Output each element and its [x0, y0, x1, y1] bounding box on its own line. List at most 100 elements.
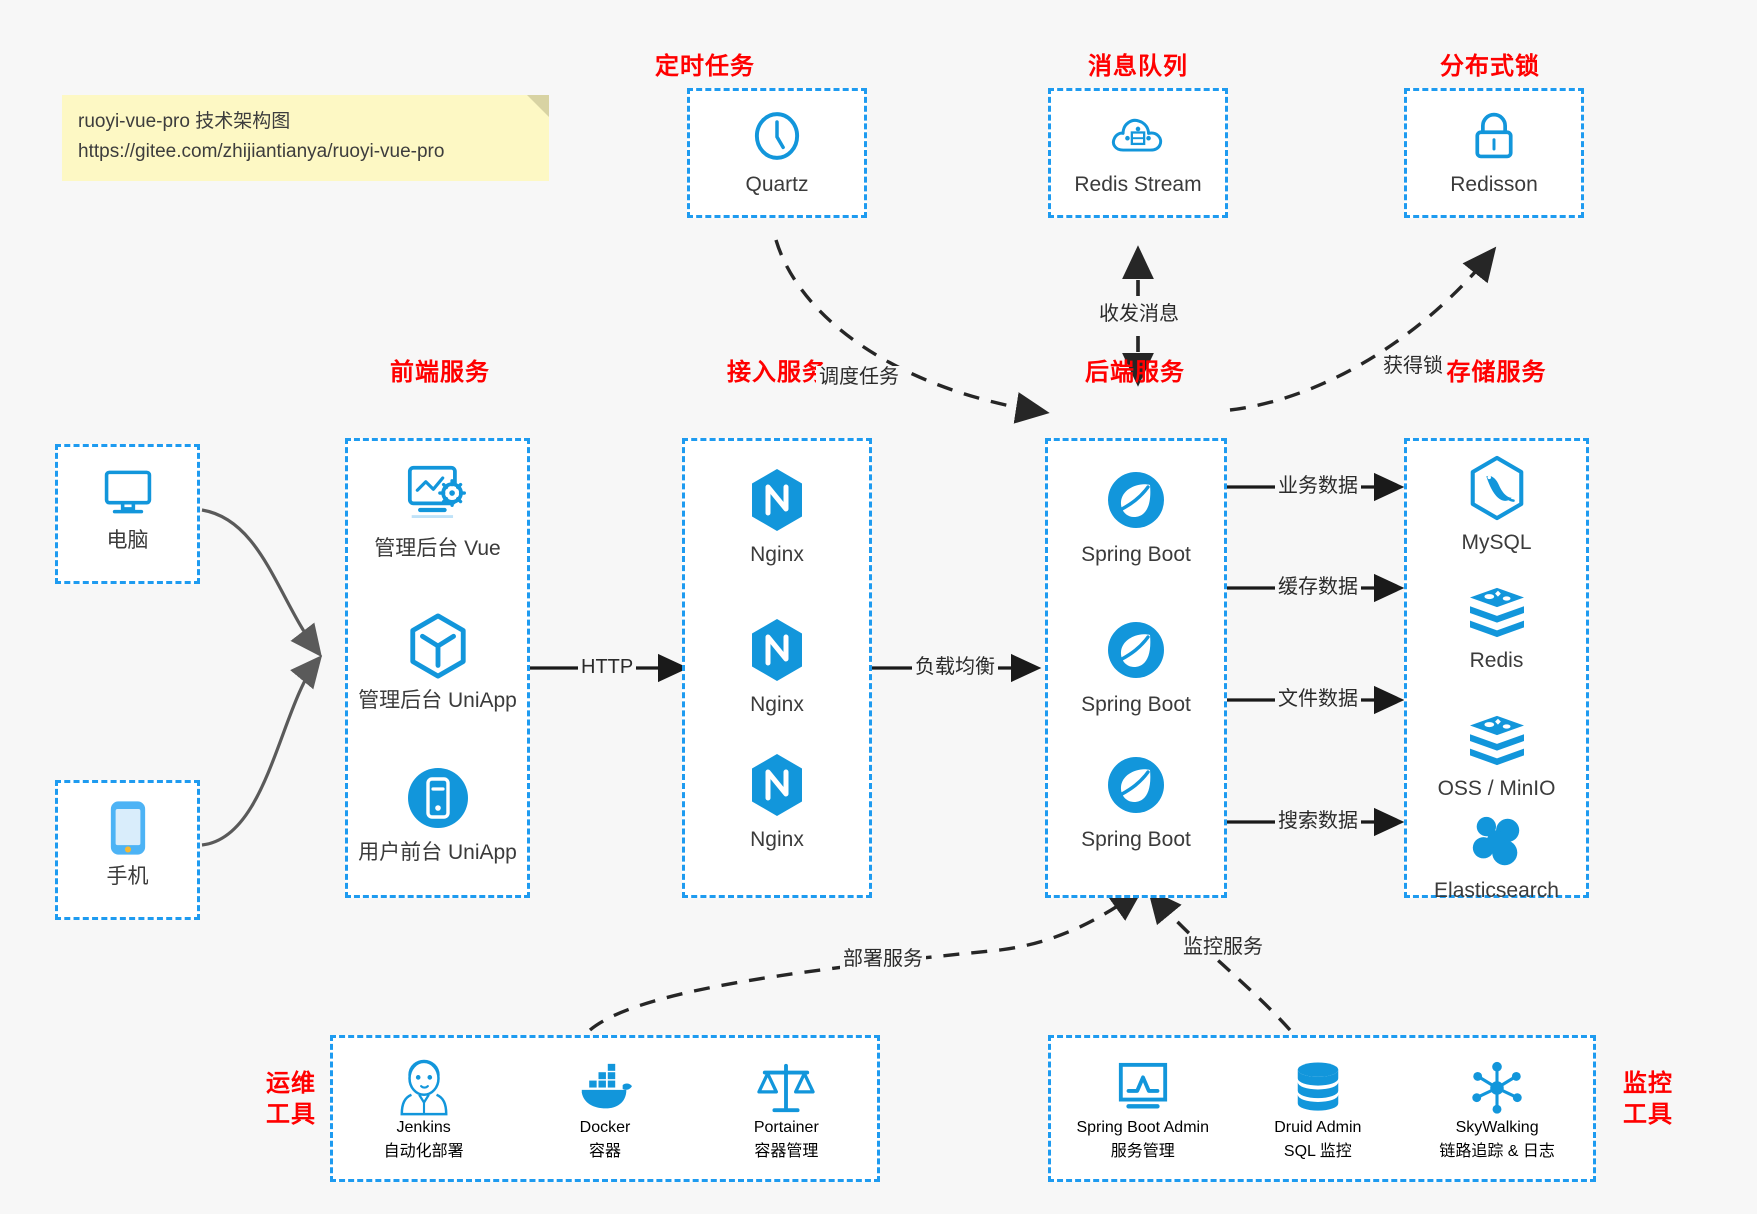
- node-label: Redis Stream: [1074, 173, 1202, 196]
- edge-label-load-balance: 负载均衡: [912, 656, 998, 678]
- nginx-icon: [685, 463, 869, 537]
- node-redis[interactable]: Redis: [1407, 581, 1586, 675]
- node-label: Druid Admin: [1274, 1118, 1362, 1136]
- node-desktop-computer[interactable]: 电脑: [58, 461, 197, 555]
- node-label: Docker: [579, 1118, 631, 1136]
- diagram-note: ruoyi-vue-pro 技术架构图 https://gitee.com/zh…: [62, 95, 549, 181]
- monitor-chart-icon: [1051, 1057, 1234, 1119]
- docker-icon: [514, 1057, 695, 1119]
- node-nginx-2[interactable]: Nginx: [685, 613, 869, 719]
- node-oss-minio[interactable]: OSS / MinIO: [1407, 709, 1586, 803]
- edge-label-cache-data: 缓存数据: [1275, 576, 1361, 598]
- node-label: OSS / MinIO: [1437, 777, 1556, 800]
- edge-label-schedule-task: 调度任务: [816, 366, 902, 388]
- node-mobile-phone[interactable]: 手机: [58, 797, 197, 891]
- scales-icon: [696, 1057, 877, 1119]
- edge-label-deploy-service: 部署服务: [840, 948, 926, 970]
- node-spring-boot-3[interactable]: Spring Boot: [1048, 748, 1224, 854]
- node-sublabel: 自动化部署: [383, 1142, 464, 1160]
- node-sublabel: 容器管理: [754, 1142, 819, 1160]
- edge-label-file-data: 文件数据: [1275, 688, 1361, 710]
- monitor-title-line1: 监控: [1623, 1070, 1673, 1097]
- group-title-access-service: 接入服务: [727, 359, 827, 386]
- node-skywalking[interactable]: SkyWalking 链路追踪 & 日志: [1401, 1057, 1593, 1161]
- group-title-backend-service: 后端服务: [1085, 359, 1185, 386]
- node-admin-vue[interactable]: 管理后台 Vue: [348, 457, 527, 563]
- group-box-message-queue: Redis Stream: [1048, 88, 1228, 218]
- node-label: Elasticsearch: [1434, 879, 1559, 902]
- ops-title-line2: 工具: [266, 1101, 316, 1128]
- spring-boot-icon: [1048, 613, 1224, 687]
- node-label: Spring Boot: [1081, 693, 1191, 716]
- jenkins-icon: [333, 1057, 514, 1119]
- group-box-scheduled-task: Quartz: [687, 88, 867, 218]
- group-title-monitor-tools: 监控 工具: [1612, 1068, 1684, 1130]
- node-label: Quartz: [745, 173, 809, 196]
- node-label: Nginx: [750, 693, 804, 716]
- edge-label-http: HTTP: [578, 656, 637, 678]
- group-title-scheduled-task: 定时任务: [655, 53, 755, 80]
- group-title-distributed-lock: 分布式锁: [1440, 53, 1540, 80]
- node-redisson[interactable]: Redisson: [1407, 105, 1581, 199]
- node-sublabel: 服务管理: [1110, 1142, 1175, 1160]
- node-sublabel: 容器: [588, 1142, 621, 1160]
- node-quartz[interactable]: Quartz: [690, 105, 864, 199]
- mobile-phone-icon: [58, 797, 197, 859]
- client-box-mobile: 手机: [55, 780, 200, 920]
- node-label: 手机: [106, 865, 149, 888]
- node-sublabel: 链路追踪 & 日志: [1439, 1142, 1555, 1160]
- group-box-distributed-lock: Redisson: [1404, 88, 1584, 218]
- node-label: Redis: [1469, 649, 1524, 672]
- node-label: 管理后台 UniApp: [358, 689, 517, 712]
- node-jenkins[interactable]: Jenkins 自动化部署: [333, 1057, 514, 1161]
- note-title: ruoyi-vue-pro 技术架构图: [78, 111, 291, 132]
- desktop-computer-icon: [58, 461, 197, 523]
- node-spring-boot-2[interactable]: Spring Boot: [1048, 613, 1224, 719]
- node-label: Nginx: [750, 828, 804, 851]
- node-user-uniapp[interactable]: 用户前台 UniApp: [348, 761, 527, 867]
- node-label: Spring Boot Admin: [1076, 1118, 1209, 1136]
- node-label: Spring Boot: [1081, 828, 1191, 851]
- nginx-icon: [685, 748, 869, 822]
- node-redis-stream[interactable]: Redis Stream: [1051, 105, 1225, 199]
- node-elasticsearch[interactable]: Elasticsearch: [1407, 811, 1586, 905]
- edge-label-search-data: 搜索数据: [1275, 810, 1361, 832]
- oss-minio-icon: [1407, 709, 1586, 771]
- elasticsearch-icon: [1407, 811, 1586, 873]
- group-box-monitor-tools: Spring Boot Admin 服务管理 Druid Admin: [1048, 1035, 1596, 1182]
- node-portainer[interactable]: Portainer 容器管理: [696, 1057, 877, 1161]
- spring-boot-icon: [1048, 748, 1224, 822]
- node-label: 管理后台 Vue: [374, 537, 501, 560]
- node-label: 电脑: [106, 529, 149, 552]
- note-fold-corner: [527, 95, 549, 117]
- dashboard-gear-icon: [348, 457, 527, 531]
- node-label: Jenkins: [396, 1118, 451, 1136]
- group-title-frontend-service: 前端服务: [390, 359, 490, 386]
- group-box-storage-service: MySQL Redis: [1404, 438, 1589, 902]
- node-spring-boot-admin[interactable]: Spring Boot Admin 服务管理: [1051, 1057, 1234, 1161]
- node-label: 用户前台 UniApp: [358, 841, 517, 864]
- cloud-stream-icon: [1051, 105, 1225, 167]
- node-sublabel: SQL 监控: [1283, 1142, 1352, 1160]
- node-nginx-1[interactable]: Nginx: [685, 463, 869, 569]
- node-mysql[interactable]: MySQL: [1407, 451, 1586, 557]
- node-label: Portainer: [753, 1118, 819, 1136]
- spring-boot-icon: [1048, 463, 1224, 537]
- node-druid-admin[interactable]: Druid Admin SQL 监控: [1234, 1057, 1401, 1161]
- cube-icon: [348, 609, 527, 683]
- note-url: https://gitee.com/zhijiantianya/ruoyi-vu…: [78, 141, 445, 162]
- group-box-frontend-service: 管理后台 Vue 管理后台 UniApp: [345, 438, 530, 898]
- node-docker[interactable]: Docker 容器: [514, 1057, 695, 1161]
- node-spring-boot-1[interactable]: Spring Boot: [1048, 463, 1224, 569]
- group-title-message-queue: 消息队列: [1088, 53, 1188, 80]
- lock-icon: [1407, 105, 1581, 167]
- clock-icon: [690, 105, 864, 167]
- node-label: Spring Boot: [1081, 543, 1191, 566]
- edge-label-acquire-lock: 获得锁: [1380, 355, 1446, 377]
- node-label: Nginx: [750, 543, 804, 566]
- node-nginx-3[interactable]: Nginx: [685, 748, 869, 854]
- node-admin-uniapp[interactable]: 管理后台 UniApp: [348, 609, 527, 715]
- ops-title-line1: 运维: [266, 1070, 316, 1097]
- group-title-ops-tools: 运维 工具: [255, 1068, 327, 1130]
